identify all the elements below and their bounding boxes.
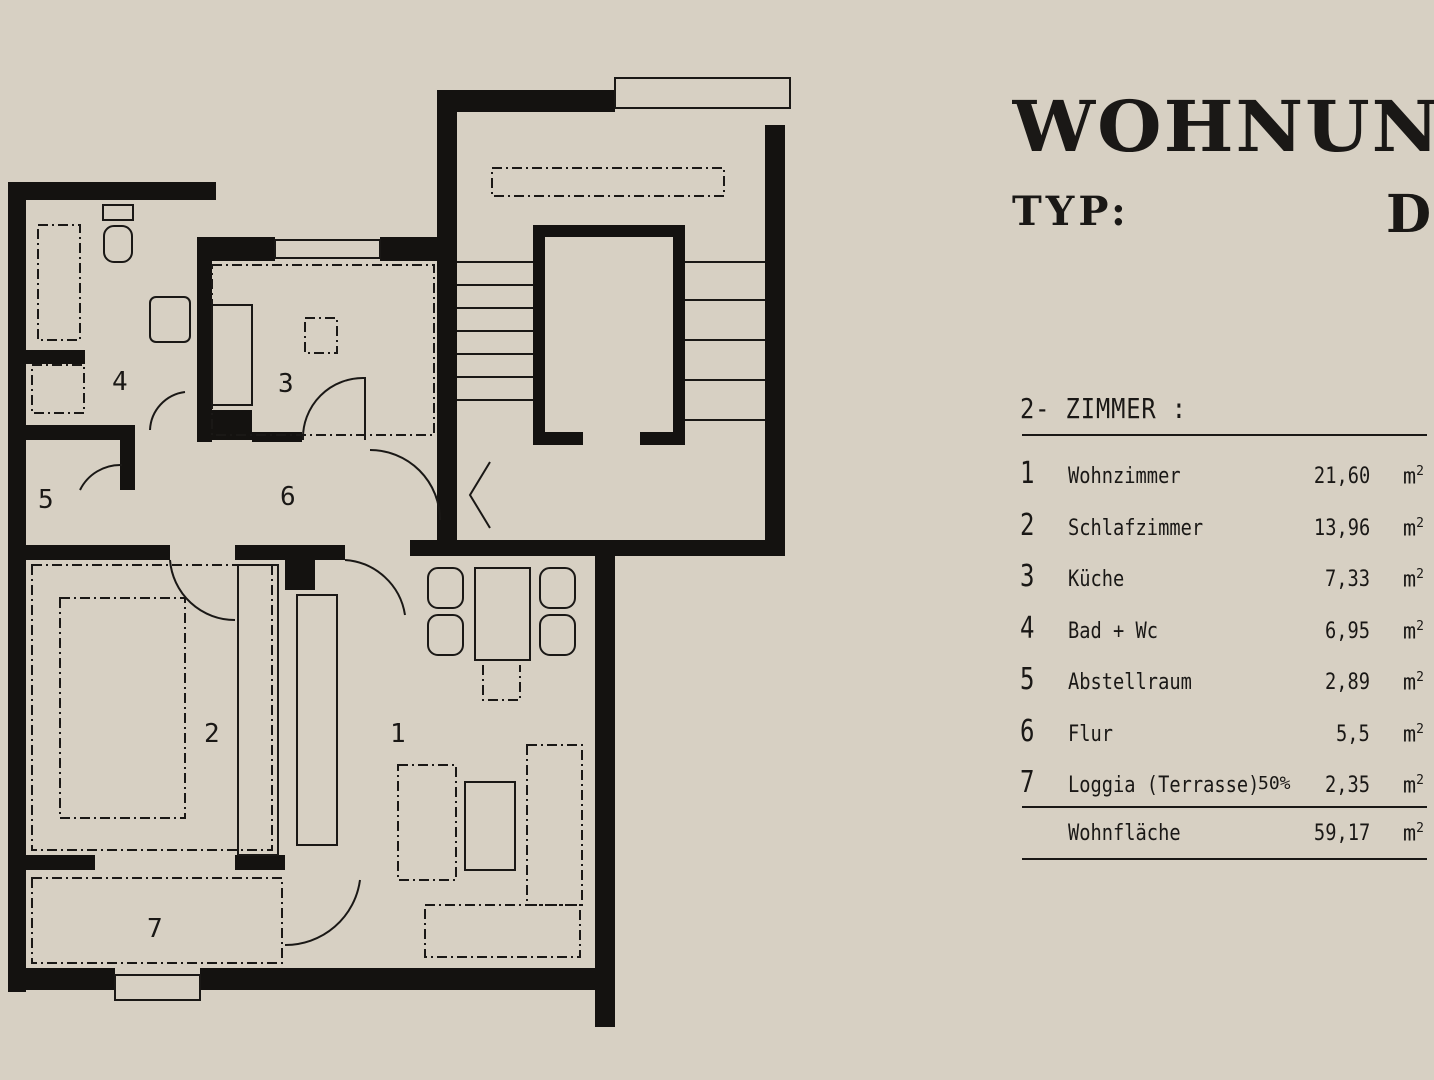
room-label-5: 5 [38,485,54,515]
room-note: 50% [1258,773,1291,794]
room-area: 5,5 [1336,721,1370,747]
room-label-4: 4 [112,367,128,397]
area-unit: m2 [1402,567,1424,593]
room-label-6: 6 [280,482,296,512]
type-value: D [1386,184,1432,245]
room-area: 2,89 [1324,670,1370,695]
table-heading: 2- ZIMMER : [1020,392,1187,425]
table-row: 2 Schlafzimmer 13,96 m2 [1020,507,1430,550]
total-area: 59,17 [1313,821,1370,846]
area-unit: m2 [1402,721,1424,747]
table-row: 5 Abstellraum 2,89 m2 [1020,662,1430,704]
area-unit: m2 [1402,515,1424,541]
stair-treads [457,261,765,529]
room-name: Schlafzimmer [1068,515,1204,541]
room-name: Wohnzimmer [1068,464,1181,489]
room-area: 13,96 [1313,515,1370,541]
type-label: TYP: [1012,188,1130,235]
table-row: 1 Wohnzimmer 21,60 m2 [1020,456,1430,498]
divider [1022,858,1427,860]
fixtures [31,77,791,1001]
room-area: 2,35 [1324,773,1370,798]
area-unit: m2 [1402,464,1424,490]
room-area: 6,95 [1324,618,1370,644]
room-area: 21,60 [1313,464,1370,489]
room-number: 5 [1020,662,1035,697]
room-labels: 1 2 3 4 5 6 7 [38,367,406,944]
area-unit: m2 [1402,821,1424,847]
table-row: 7 Loggia (Terrasse)50% 2,35 m2 [1020,765,1430,807]
room-number: 6 [1020,713,1035,749]
total-row: Wohnfläche 59,17 m2 [1020,815,1430,855]
page-title: WOHNUNG [1012,86,1434,168]
room-name: Flur [1068,721,1114,747]
room-area: 7,33 [1324,567,1370,592]
table-row: 4 Bad + Wc 6,95 m2 [1020,610,1430,653]
table-row: 3 Küche 7,33 m2 [1020,559,1430,601]
room-number: 4 [1020,610,1035,646]
total-label: Wohnfläche [1068,821,1181,846]
room-number: 3 [1020,559,1035,594]
area-unit: m2 [1402,618,1424,644]
divider [1022,434,1427,436]
table-row: 6 Flur 5,5 m2 [1020,713,1430,756]
room-label-3: 3 [278,369,294,399]
room-name: Abstellraum [1068,670,1192,695]
room-name: Küche [1068,567,1125,592]
area-unit: m2 [1402,773,1424,799]
room-label-7: 7 [147,914,163,944]
room-name: Bad + Wc [1068,618,1159,644]
room-number: 1 [1020,456,1035,491]
room-number: 7 [1020,765,1035,800]
room-label-1: 1 [390,719,406,749]
room-number: 2 [1020,507,1035,543]
area-unit: m2 [1402,670,1424,696]
room-label-2: 2 [204,719,220,749]
divider [1022,806,1427,808]
walls [8,90,785,1027]
room-name: Loggia (Terrasse) [1068,773,1260,798]
